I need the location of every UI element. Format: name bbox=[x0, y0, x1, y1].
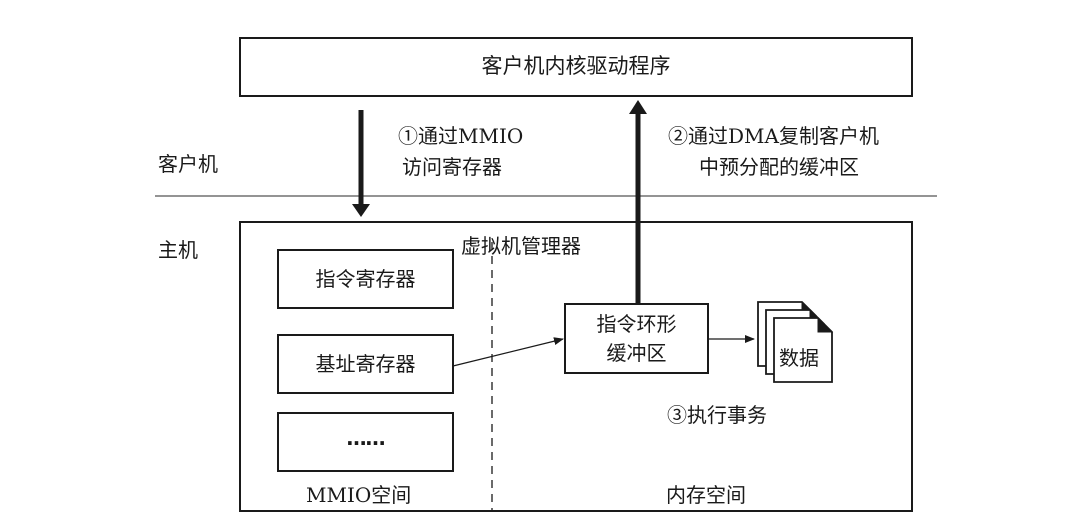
step2-line2: 中预分配的缓冲区 bbox=[699, 155, 859, 179]
step2-line1: ②通过DMA复制客户机 bbox=[668, 124, 879, 148]
base-to-ring-arrow bbox=[452, 337, 564, 367]
mmio-access-arrowhead bbox=[352, 204, 370, 217]
host-label: 主机 bbox=[158, 238, 198, 262]
host-box bbox=[239, 221, 913, 512]
data-label: 数据 bbox=[779, 346, 819, 370]
cmd-register-box bbox=[277, 249, 454, 309]
ring-buffer-line2: 缓冲区 bbox=[606, 341, 667, 365]
base-register-label: 基址寄存器 bbox=[315, 352, 416, 376]
mmio-space-label: MMIO空间 bbox=[306, 483, 412, 507]
more-register-box bbox=[277, 412, 454, 472]
step1-line1: ①通过MMIO bbox=[398, 124, 524, 148]
step1-line2: 访问寄存器 bbox=[402, 155, 502, 179]
more-registers-label: …… bbox=[346, 426, 386, 450]
step3-label: ③执行事务 bbox=[667, 403, 767, 427]
memory-space-label: 内存空间 bbox=[666, 483, 746, 507]
vmm-label: 虚拟机管理器 bbox=[461, 234, 581, 258]
guest-driver-label: 客户机内核驱动程序 bbox=[481, 54, 671, 78]
ring-buffer-line1: 指令环形 bbox=[596, 312, 677, 336]
cmd-register-label: 指令寄存器 bbox=[315, 267, 416, 291]
ring-buffer-box bbox=[564, 303, 709, 374]
guest-driver-box bbox=[239, 37, 913, 97]
base-register-box bbox=[277, 334, 454, 394]
data-documents-icon bbox=[757, 301, 834, 383]
dma-copy-arrowhead bbox=[629, 100, 647, 114]
guest-label: 客户机 bbox=[158, 152, 218, 176]
